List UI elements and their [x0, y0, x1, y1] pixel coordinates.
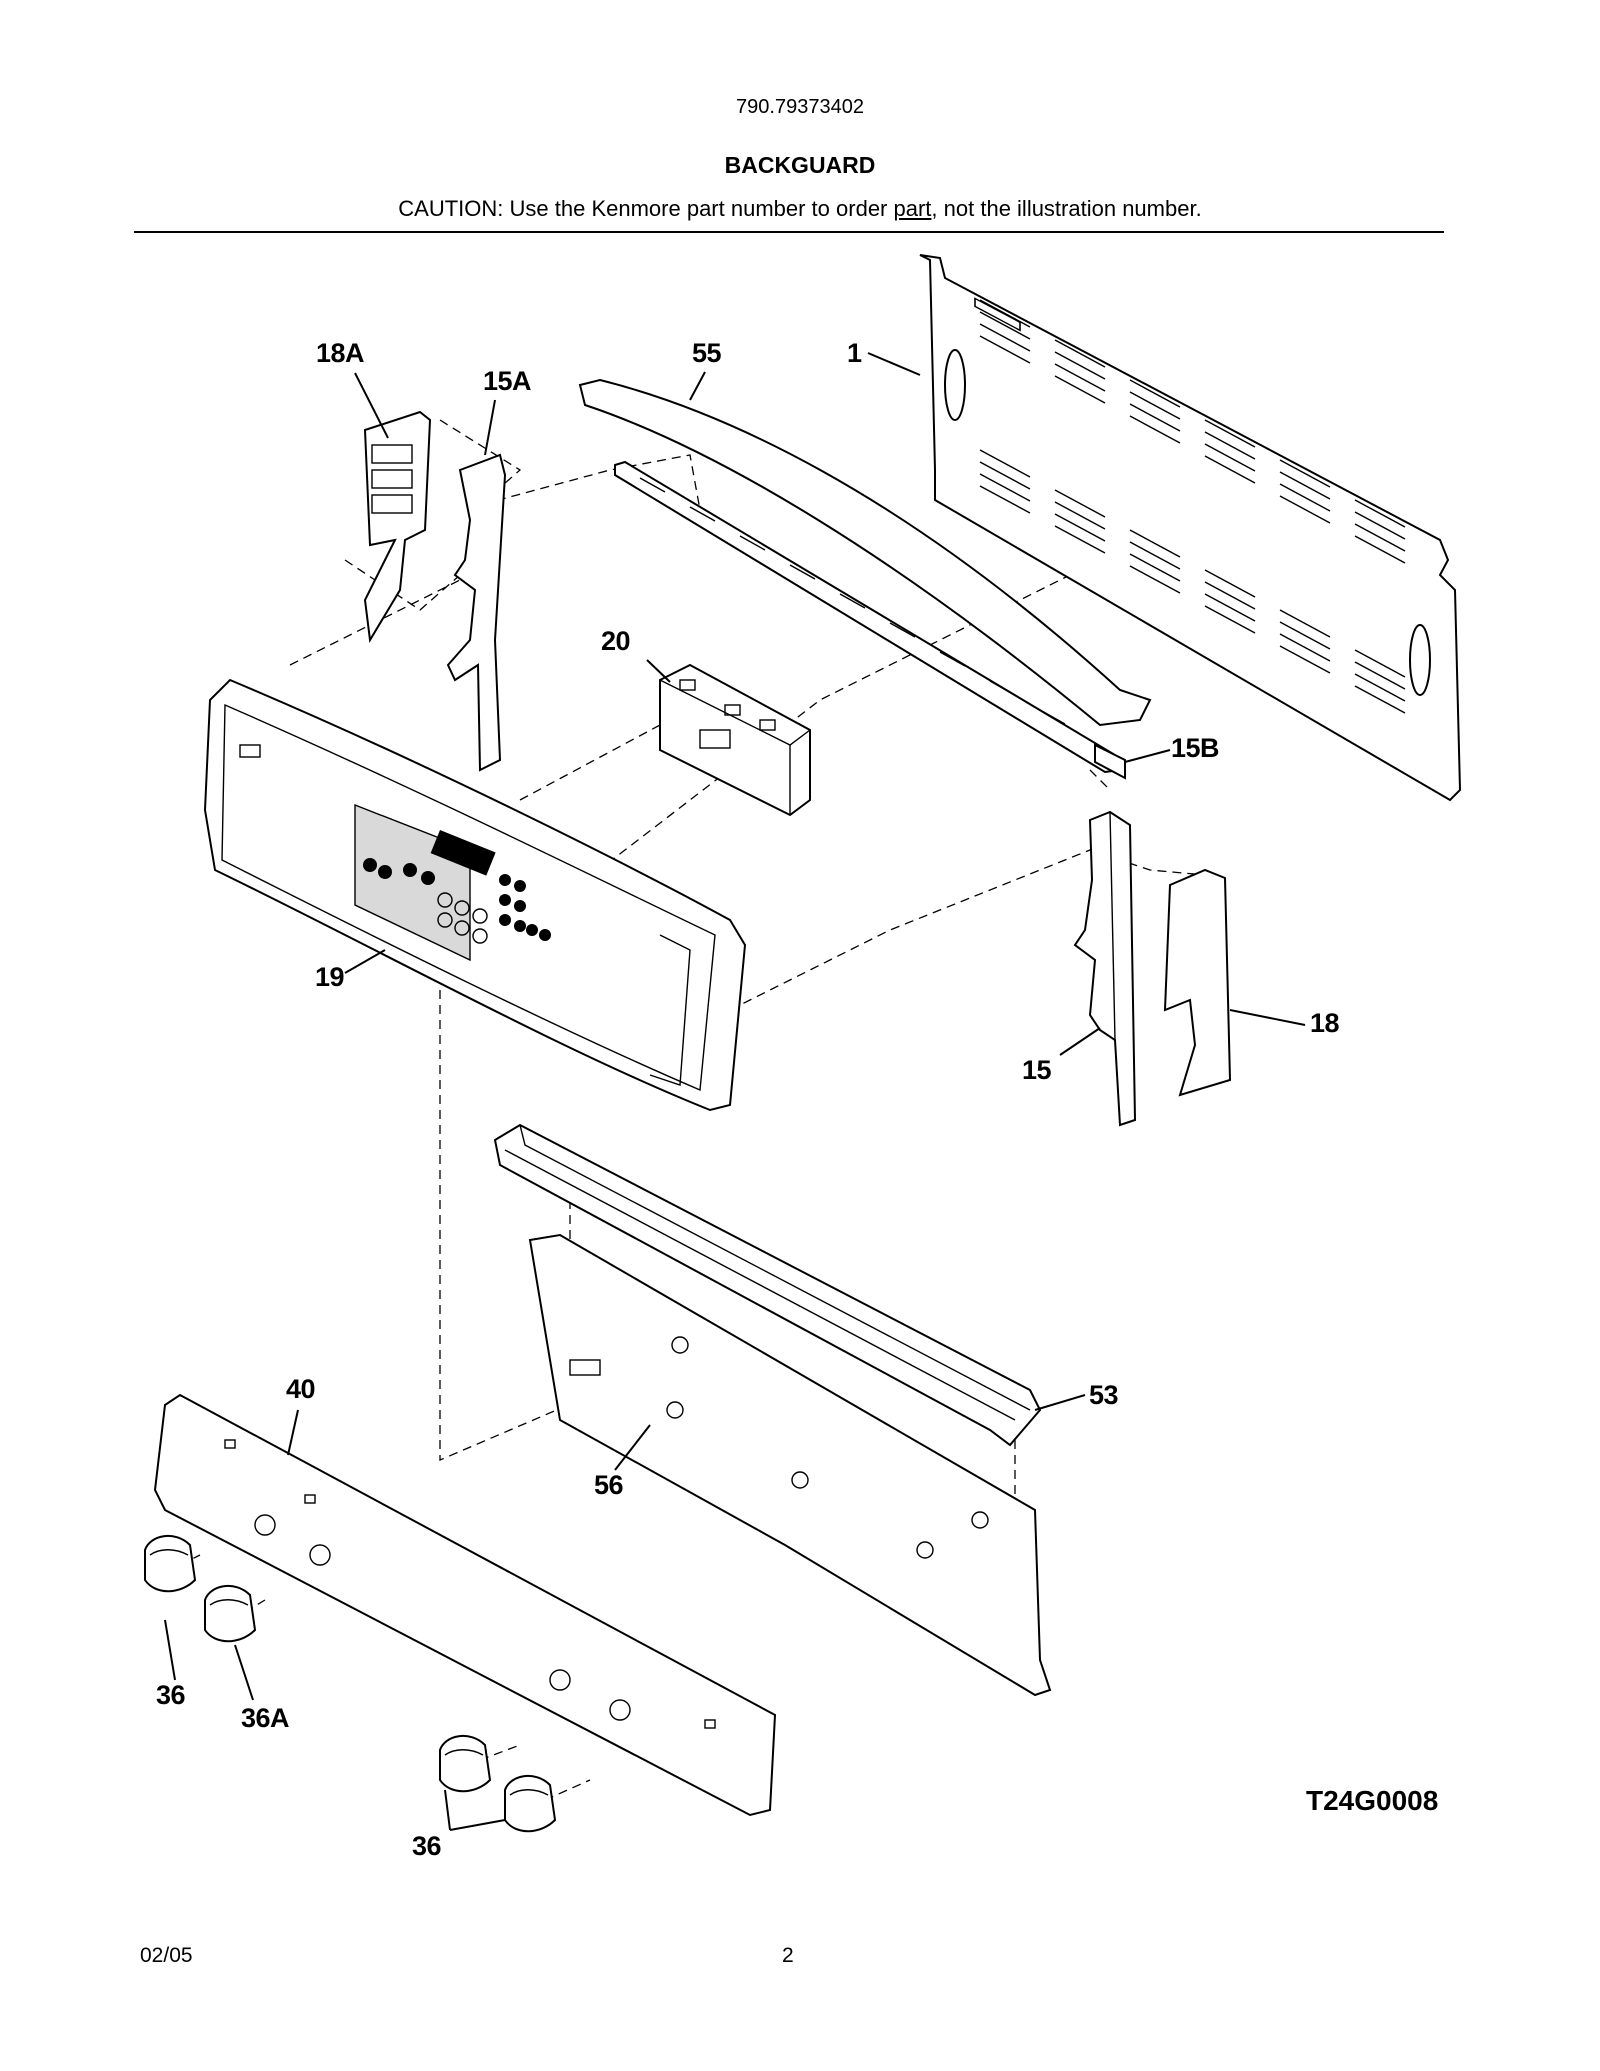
part-36A-knob	[204, 1585, 257, 1643]
callout-53: 53	[1089, 1380, 1119, 1410]
section-title: BACKGUARD	[724, 152, 876, 178]
part-53-trim-rail	[493, 1123, 1042, 1447]
callout-1: 1	[847, 338, 862, 368]
callout-18A: 18A	[316, 338, 365, 368]
caution-underlined-word: part	[893, 196, 932, 221]
exploded-parts-diagram	[144, 254, 1462, 1833]
vent-slots	[979, 299, 1406, 714]
part-15A-left-bracket	[446, 453, 507, 772]
callout-18: 18	[1310, 1008, 1340, 1038]
callout-40: 40	[286, 1374, 316, 1404]
part-19-control-panel	[203, 678, 747, 1112]
part-18-right-end-cap	[1163, 868, 1232, 1097]
footer-date: 02/05	[140, 1944, 193, 1967]
callout-36-second: 36	[412, 1831, 442, 1861]
callout-15B: 15B	[1171, 733, 1220, 763]
figure-code: T24G0008	[1306, 1785, 1439, 1816]
header-rule	[134, 231, 1444, 233]
part-36-knob-2	[439, 1735, 492, 1793]
callout-20: 20	[601, 626, 631, 656]
callout-36-first: 36	[156, 1680, 186, 1710]
part-15B-bracket	[1094, 743, 1126, 780]
callout-56: 56	[594, 1470, 624, 1500]
callout-36A: 36A	[241, 1703, 290, 1733]
callout-55: 55	[692, 338, 722, 368]
callout-19: 19	[315, 962, 345, 992]
page-number: 2	[782, 1944, 794, 1967]
caution-note: CAUTION: Use the Kenmore part number to …	[0, 196, 1600, 222]
part-36-knob-3	[504, 1775, 557, 1833]
caution-prefix: CAUTION: Use the Kenmore part number to …	[398, 196, 894, 221]
part-20-control-board	[659, 663, 811, 817]
callout-15: 15	[1022, 1055, 1052, 1085]
part-40-lower-control-panel	[153, 1393, 777, 1817]
part-36-knob-1	[144, 1535, 197, 1593]
callout-leader-lines	[164, 352, 1306, 1831]
part-18A-left-end-cap	[363, 410, 432, 643]
part-56-back-panel	[528, 1233, 1052, 1697]
caution-suffix: , not the illustration number.	[931, 196, 1202, 221]
part-15-right-bracket	[1073, 810, 1137, 1127]
part-1-rear-panel	[919, 254, 1462, 802]
callout-15A: 15A	[483, 366, 532, 396]
model-number: 790.79373402	[736, 96, 864, 118]
